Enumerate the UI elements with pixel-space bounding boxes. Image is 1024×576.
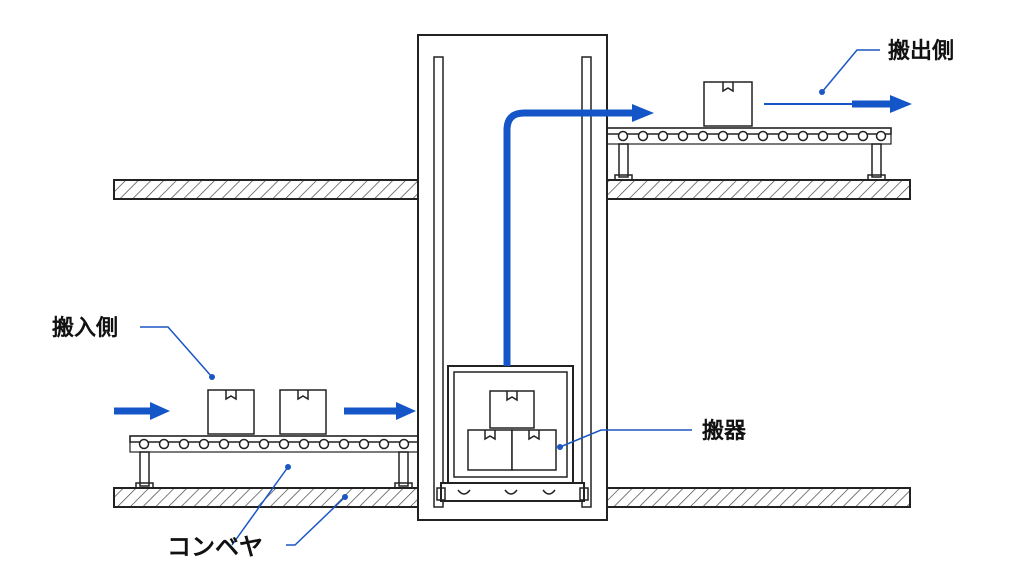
roller [817, 130, 829, 142]
roller [218, 438, 230, 450]
roller [777, 130, 789, 142]
roller [657, 130, 669, 142]
callout-outbound [819, 49, 880, 95]
inbound-box-2 [279, 389, 327, 435]
carrier-box-bottom-left [467, 429, 513, 471]
outbound-conveyor [606, 127, 892, 181]
roller [338, 438, 350, 450]
callout-inbound [140, 326, 215, 380]
roller [617, 130, 629, 142]
inbound-conveyor [129, 435, 419, 489]
callout-carrier [557, 429, 692, 450]
roller [298, 438, 310, 450]
roller [138, 438, 150, 450]
roller [857, 130, 869, 142]
flow-arrow-inbound-1 [114, 402, 170, 420]
roller [378, 438, 390, 450]
roller [717, 130, 729, 142]
label-carrier: 搬器 [702, 418, 747, 444]
conveyor-leg [139, 451, 150, 487]
flow-arrow-inbound-2 [344, 402, 416, 420]
roller [198, 438, 210, 450]
roller [797, 130, 809, 142]
roller [637, 130, 649, 142]
roller [278, 438, 290, 450]
roller [677, 130, 689, 142]
flow-arrow-lift-path [503, 104, 654, 366]
upper-floor [113, 179, 911, 200]
conveyor-leg [871, 143, 882, 178]
roller [178, 438, 190, 450]
roller [837, 130, 849, 142]
inbound-box-1 [207, 389, 255, 435]
roller [697, 130, 709, 142]
carrier-box-bottom-right [511, 429, 557, 471]
roller [258, 438, 270, 450]
outbound-box [703, 81, 753, 127]
conveyor-leg [618, 143, 629, 178]
roller [757, 130, 769, 142]
roller [398, 438, 410, 450]
callout-conveyor [231, 464, 348, 546]
label-inbound: 搬入側 [52, 315, 118, 341]
label-conveyor: コンベヤ [167, 533, 263, 561]
conveyor-leg [398, 451, 409, 487]
roller [737, 130, 749, 142]
roller [358, 438, 370, 450]
flow-arrow-outbound [764, 95, 912, 113]
roller [238, 438, 250, 450]
roller [318, 438, 330, 450]
carrier-box-top [489, 390, 535, 429]
roller [875, 130, 887, 142]
roller [158, 438, 170, 450]
label-outbound: 搬出側 [888, 38, 954, 64]
